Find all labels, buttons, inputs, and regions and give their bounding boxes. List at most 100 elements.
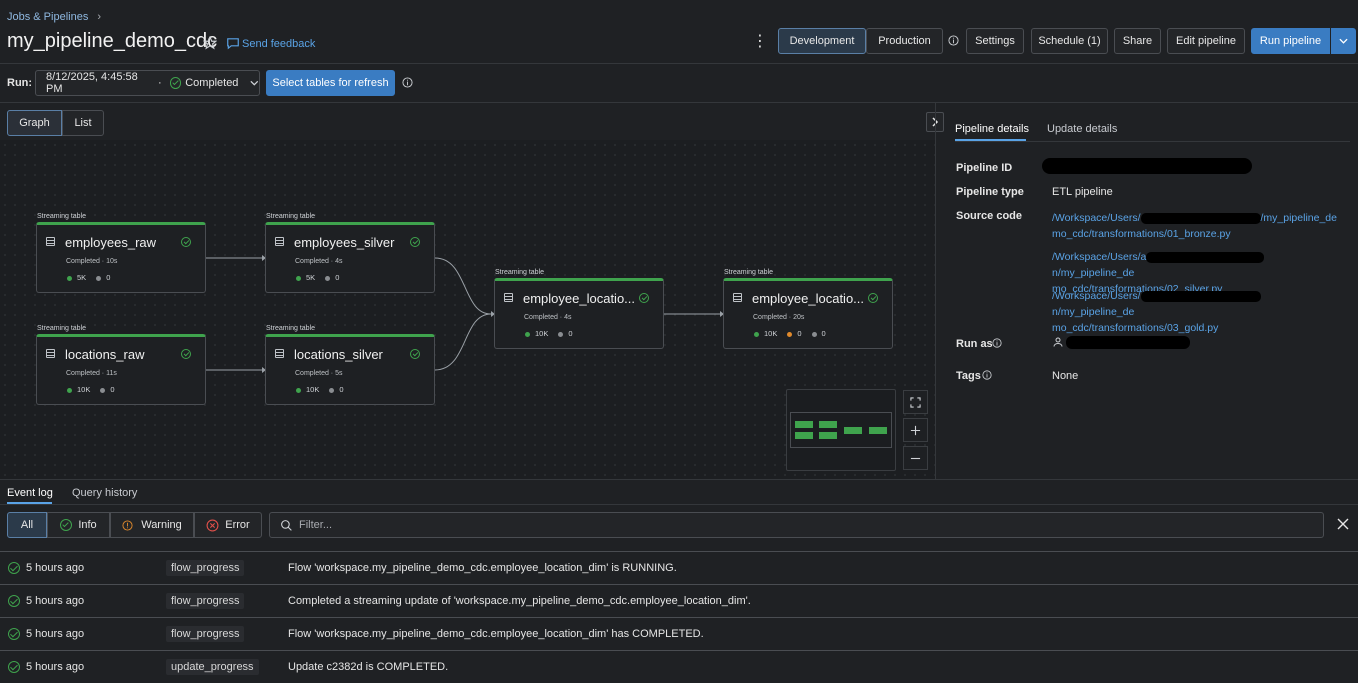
info-icon[interactable] [992, 338, 1002, 348]
table-row[interactable]: 5 hours ago flow_progress Flow 'workspac… [0, 617, 1358, 649]
filter-warning-button[interactable]: Warning [110, 512, 194, 538]
log-filter-input[interactable]: Filter... [269, 512, 1324, 538]
select-tables-refresh-button[interactable]: Select tables for refresh [266, 70, 395, 96]
redacted-username [1140, 212, 1261, 224]
source-link-silver[interactable]: /Workspace/Users/an/my_pipeline_de mo_cd… [1052, 249, 1342, 297]
close-icon[interactable] [1337, 518, 1349, 530]
info-icon[interactable] [948, 35, 959, 46]
tab-event-log[interactable]: Event log [7, 487, 53, 499]
node-kind-label: Streaming table [37, 325, 87, 332]
metric-warning: 0 [797, 329, 802, 338]
list-view-button[interactable]: List [62, 110, 104, 136]
minimap-node [819, 421, 837, 428]
row-event-type: flow_progress [166, 592, 245, 609]
node-employee-location[interactable]: employee_locatio... Completed · 4s 10K 0 [494, 278, 664, 349]
run-selector[interactable]: 8/12/2025, 4:45:58 PM · Completed [35, 70, 260, 96]
info-icon[interactable] [982, 370, 992, 380]
send-feedback-link[interactable]: Send feedback [242, 38, 316, 50]
metric-upserted: 5K [306, 273, 316, 282]
run-dot: · [158, 77, 162, 89]
edge-arrow [491, 311, 495, 317]
metric-upserted: 10K [535, 329, 549, 338]
upserted-dot-icon [296, 387, 301, 393]
tab-query-history[interactable]: Query history [72, 487, 138, 499]
check-circle-icon [868, 293, 878, 303]
feedback-icon [227, 38, 239, 50]
details-tab-divider [955, 141, 1350, 142]
tab-pipeline-details[interactable]: Pipeline details [955, 123, 1029, 135]
check-circle-icon [410, 237, 420, 247]
minimap-node [844, 427, 862, 434]
minus-icon [910, 457, 921, 459]
node-employees-raw[interactable]: employees_raw Completed · 10s 5K 0 [36, 222, 206, 293]
zoom-in-button[interactable] [903, 418, 928, 442]
node-status: Completed · 11s [66, 370, 117, 377]
table-row[interactable]: 5 hours ago update_progress Update c2382… [0, 650, 1358, 682]
more-options-icon[interactable]: ⋮ [752, 33, 768, 50]
table-icon [46, 237, 55, 246]
info-check-icon [60, 519, 73, 531]
edit-pipeline-button[interactable]: Edit pipeline [1167, 28, 1245, 54]
run-pipeline-dropdown[interactable] [1331, 28, 1356, 54]
node-status: Completed · 4s [295, 258, 343, 265]
table-row[interactable]: 5 hours ago flow_progress Completed a st… [0, 584, 1358, 616]
production-button[interactable]: Production [866, 28, 943, 54]
table-icon [275, 237, 284, 246]
minimap-node [819, 432, 837, 439]
metric-dropped: 0 [568, 329, 573, 338]
row-time: 5 hours ago [26, 627, 85, 640]
filter-all-button[interactable]: All [7, 512, 47, 538]
filter-warning-label: Warning [141, 519, 182, 531]
row-message: Update c2382d is COMPLETED. [288, 660, 449, 673]
node-kind-label: Streaming table [495, 269, 545, 276]
graph-minimap[interactable] [786, 389, 896, 471]
pipeline-graph-canvas[interactable]: Streaming table employees_raw Completed … [0, 140, 935, 479]
metric-dropped: 0 [335, 273, 340, 282]
filter-info-button[interactable]: Info [47, 512, 110, 538]
metric-dropped: 0 [339, 385, 344, 394]
node-locations-raw[interactable]: locations_raw Completed · 11s 10K 0 [36, 334, 206, 405]
check-circle-icon [639, 293, 649, 303]
node-employees-silver[interactable]: employees_silver Completed · 4s 5K 0 [265, 222, 435, 293]
metric-dropped: 0 [821, 329, 826, 338]
tab-update-details[interactable]: Update details [1047, 123, 1118, 135]
node-name: locations_silver [294, 347, 383, 362]
pipeline-id-label: Pipeline ID [956, 162, 1013, 174]
fit-view-button[interactable] [903, 390, 928, 414]
completed-check-icon [169, 77, 182, 89]
dropped-dot-icon [100, 387, 106, 393]
row-time: 5 hours ago [26, 594, 85, 607]
minimap-node [795, 421, 813, 428]
dropped-dot-icon [325, 275, 331, 281]
star-icon[interactable] [203, 36, 217, 50]
schedule-button[interactable]: Schedule (1) [1031, 28, 1108, 54]
table-row[interactable]: 5 hours ago flow_progress Flow 'workspac… [0, 551, 1358, 583]
node-metrics: 10K 0 0 [754, 329, 826, 338]
info-icon[interactable] [402, 77, 413, 88]
upserted-dot-icon [296, 275, 301, 281]
run-pipeline-button[interactable]: Run pipeline [1251, 28, 1330, 54]
minimap-viewport[interactable] [790, 412, 892, 448]
breadcrumb-jobs-link[interactable]: Jobs & Pipelines [7, 11, 89, 23]
filter-error-button[interactable]: Error [194, 512, 262, 538]
row-message: Flow 'workspace.my_pipeline_demo_cdc.emp… [288, 561, 677, 574]
breadcrumb[interactable]: Jobs & Pipelines › [7, 11, 101, 23]
settings-button[interactable]: Settings [966, 28, 1024, 54]
zoom-out-button[interactable] [903, 446, 928, 470]
source-link-gold[interactable]: /Workspace/Users/n/my_pipeline_de mo_cdc… [1052, 288, 1342, 336]
source-link-bronze[interactable]: /Workspace/Users//my_pipeline_de mo_cdc/… [1052, 212, 1337, 240]
redacted-username [1140, 290, 1261, 302]
upserted-dot-icon [754, 331, 759, 337]
tags-label: Tags [956, 370, 981, 382]
node-metrics: 10K 0 [67, 385, 115, 394]
share-button[interactable]: Share [1114, 28, 1161, 54]
node-employee-location-dim[interactable]: employee_locatio... Completed · 20s 10K … [723, 278, 893, 349]
row-message: Completed a streaming update of 'workspa… [288, 594, 751, 607]
dropped-dot-icon [96, 275, 102, 281]
upserted-dot-icon [67, 275, 72, 281]
dropped-dot-icon [558, 331, 564, 337]
development-button[interactable]: Development [778, 28, 866, 54]
node-locations-silver[interactable]: locations_silver Completed · 5s 10K 0 [265, 334, 435, 405]
table-icon [733, 293, 742, 302]
graph-view-button[interactable]: Graph [7, 110, 62, 136]
